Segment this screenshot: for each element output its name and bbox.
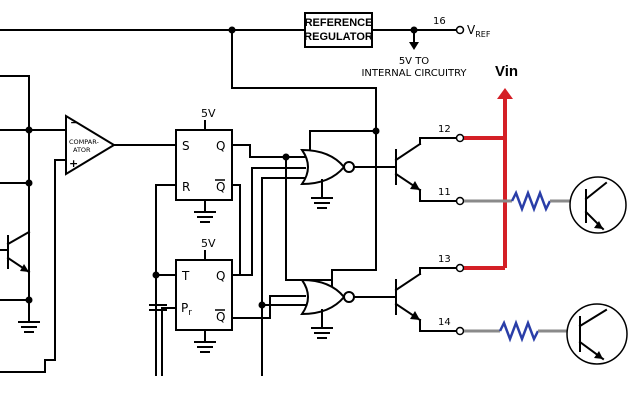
- sr-flip-flop: S R Q Q 5V: [152, 107, 233, 376]
- comparator-minus: −: [70, 116, 79, 129]
- t-pr-label: Pr: [181, 301, 192, 318]
- output-1-load: [464, 189, 586, 213]
- sr-r-label: R: [182, 180, 190, 194]
- sr-qbar-label: Q: [216, 180, 225, 194]
- sr-q-label: Q: [216, 139, 225, 153]
- external-transistor-1: [569, 176, 627, 234]
- comparator-label-2: ATOR: [73, 146, 91, 154]
- vref-label: VREF: [467, 23, 491, 39]
- comparator: − COMPAR- ATOR +: [65, 114, 177, 176]
- sr-s-label: S: [182, 139, 190, 153]
- external-transistor-2: [566, 303, 628, 365]
- nor-gate-1: [300, 148, 397, 209]
- output-transistor-1: [394, 137, 457, 202]
- nor-gate-2: [300, 278, 397, 339]
- t-supply-label: 5V: [201, 237, 216, 250]
- comparator-label-1: COMPAR-: [69, 138, 99, 146]
- t-t-label: T: [181, 269, 190, 283]
- regulator-to-gates-wire: [231, 29, 380, 291]
- sr-supply-label: 5V: [201, 107, 216, 120]
- ff-to-gate-wiring: [231, 144, 333, 376]
- internal-label-2: INTERNAL CIRCUITRY: [361, 68, 467, 79]
- vref-terminal: 16 VREF: [433, 16, 491, 39]
- t-flip-flop: T Pr Q Q 5V: [149, 237, 233, 376]
- vin-wiring: Vin: [464, 63, 518, 270]
- t-qbar-label: Q: [216, 310, 225, 324]
- pin-11-label: 11: [438, 187, 451, 198]
- output-2-load: [464, 319, 578, 343]
- output-pins: 12 11 13 14: [438, 124, 465, 336]
- regulator-label-1: REFERENCE: [305, 17, 373, 29]
- pin-13-label: 13: [438, 254, 451, 265]
- internal-label-1: 5V TO: [399, 56, 429, 67]
- left-transistor: [0, 219, 40, 333]
- t-q-label: Q: [216, 269, 225, 283]
- output-transistor-2: [394, 267, 457, 332]
- internal-supply-arrow: 5V TO INTERNAL CIRCUITRY: [361, 29, 467, 79]
- pin-12-label: 12: [438, 124, 451, 135]
- top-rail: [0, 26, 457, 34]
- pin-16-label: 16: [433, 16, 446, 27]
- vin-label: Vin: [495, 63, 518, 80]
- comparator-plus: +: [69, 157, 78, 170]
- pin-14-label: 14: [438, 317, 451, 328]
- regulator-label-2: REGULATOR: [304, 31, 373, 43]
- reference-regulator: REFERENCE REGULATOR: [304, 12, 373, 48]
